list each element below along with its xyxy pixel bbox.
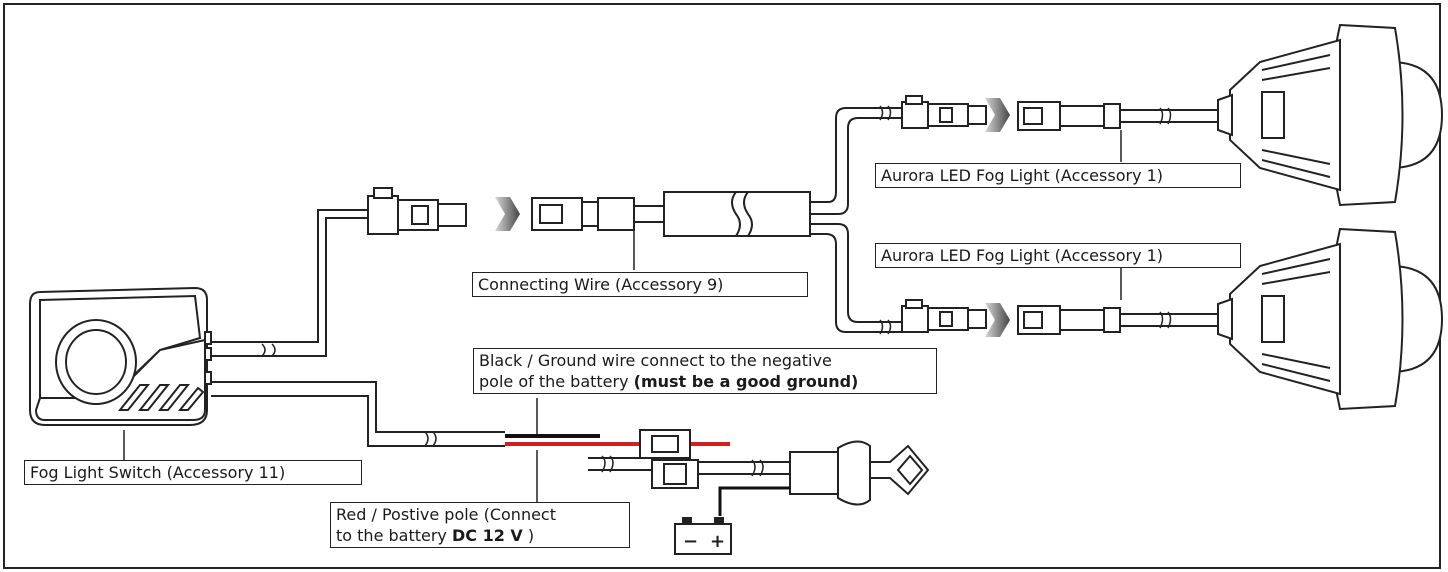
- red-positive-line2: to the battery: [336, 526, 452, 545]
- connecting-wire-connector: [531, 197, 665, 231]
- red-positive-label: Red / Postive pole (Connect to the batte…: [330, 502, 630, 548]
- leader-lines: [123, 130, 1122, 502]
- fog-light-switch: [29, 286, 212, 426]
- black-ground-line1: Black / Ground wire connect to the negat…: [479, 351, 832, 370]
- fog-light-top: [1217, 23, 1444, 207]
- battery-plus: +: [710, 531, 725, 552]
- switch-connector: [367, 187, 467, 235]
- black-ground-label: Black / Ground wire connect to the negat…: [473, 348, 937, 394]
- fog-connectors: [901, 95, 1121, 335]
- connecting-wire-label: Connecting Wire (Accessory 9): [472, 272, 808, 297]
- connection-arrows: [495, 98, 1010, 337]
- battery-harness: − +: [505, 429, 930, 555]
- fuse-holder: [789, 440, 930, 506]
- fog-switch-label: Fog Light Switch (Accessory 11): [24, 460, 362, 485]
- battery-minus: −: [683, 531, 698, 552]
- split-wires: [810, 105, 902, 335]
- black-ground-bold: (must be a good ground): [633, 372, 859, 391]
- red-positive-end: ): [522, 526, 535, 545]
- fog-light-bottom: [1217, 227, 1444, 411]
- fog-light-top-label: Aurora LED Fog Light (Accessory 1): [875, 163, 1241, 188]
- splitter: [663, 191, 811, 237]
- black-ground-line2: pole of the battery: [479, 372, 634, 391]
- red-positive-line1: Red / Postive pole (Connect: [336, 505, 556, 524]
- fog-light-bottom-label: Aurora LED Fog Light (Accessory 1): [875, 243, 1241, 268]
- red-positive-bold: DC 12 V: [451, 526, 523, 545]
- diagram-border: [3, 3, 1441, 569]
- switch-wires: [211, 209, 505, 447]
- battery: [674, 517, 732, 555]
- fog-lead-wires: [1120, 107, 1218, 329]
